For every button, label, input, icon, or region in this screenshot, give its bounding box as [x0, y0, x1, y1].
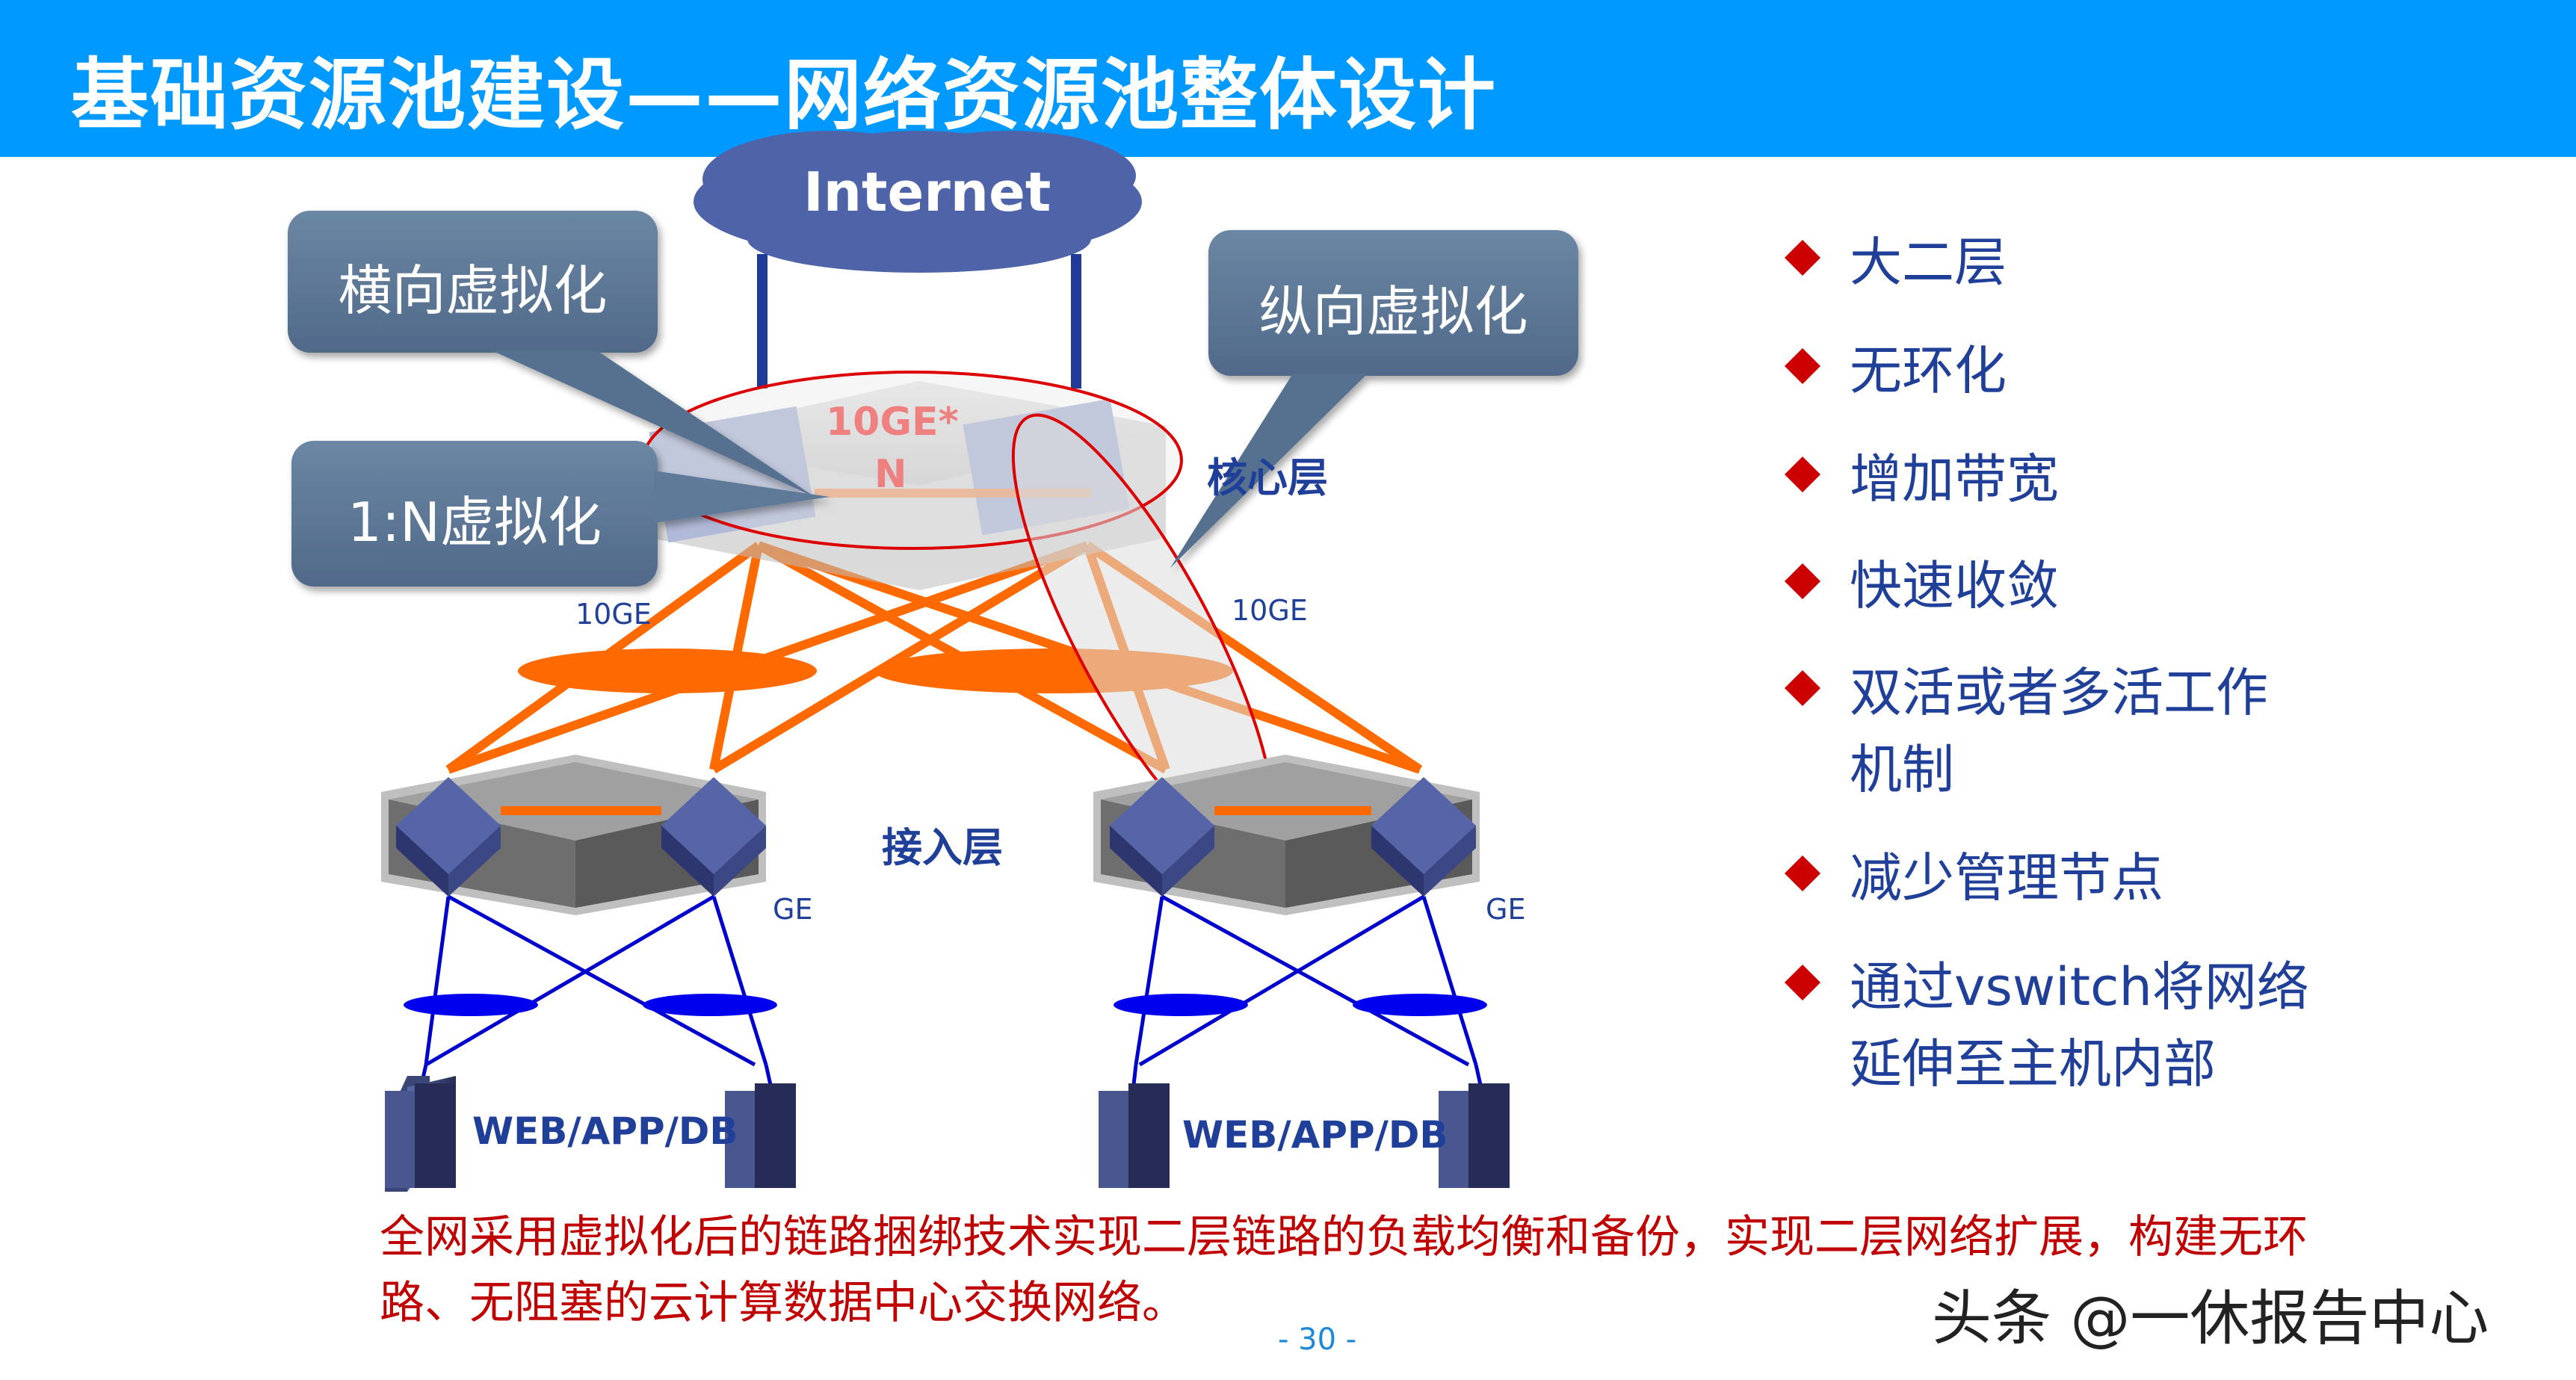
access-layer-label: 接入层 — [882, 824, 1003, 871]
link-ge — [1134, 896, 1164, 1065]
feature-text: 通过vswitch将网络 延伸至主机内部 — [1850, 956, 2309, 1095]
server-group-label-left: WEB/APP/DB — [472, 1110, 738, 1153]
access-server-links — [416, 894, 1486, 1099]
page-number: - 30 - — [1278, 1322, 1357, 1357]
callout-horizontal-virtualization — [288, 211, 815, 497]
summary-text: 全网采用虚拟化后的链路捆绑技术实现二层链路的负载均衡和备份，实现二层网络扩展，构… — [380, 1211, 2308, 1329]
slide-title: 基础资源池建设——网络资源池整体设计 — [71, 49, 1498, 140]
core-uplink-label-left: 10GE — [575, 598, 652, 631]
link-ge — [711, 896, 768, 1065]
callout-one-to-n-virtualization — [291, 441, 830, 587]
link-ge — [424, 894, 715, 1067]
server-icon — [1439, 1083, 1510, 1188]
callout-vertical-virtualization — [1170, 230, 1578, 568]
link-10ge — [711, 541, 1090, 774]
server-icon — [725, 1083, 796, 1188]
feature-text: 大二层 — [1850, 232, 2007, 293]
slide-header: 基础资源池建设——网络资源池整体设计 — [0, 0, 2576, 157]
link-ge — [424, 896, 451, 1065]
server-group-label-right: WEB/APP/DB — [1182, 1113, 1448, 1157]
ge-lag-ellipse — [404, 994, 538, 1016]
ge-lag-ellipse — [1353, 994, 1487, 1016]
callout-one-to-n-label: 1:N虚拟化 — [348, 491, 602, 554]
watermark: 头条 @一休报告中心 — [1932, 1284, 2489, 1353]
callout-vertical-label: 纵向虚拟化 — [1258, 280, 1528, 343]
feature-text: 双活或者多活工作 机制 — [1850, 662, 2268, 800]
server-icon — [385, 1076, 456, 1192]
lag-ellipse-left — [518, 649, 817, 693]
feature-text: 减少管理节点 — [1850, 847, 2163, 909]
feature-text: 无环化 — [1850, 340, 2007, 401]
internet-cloud-icon — [694, 131, 1142, 273]
server-icon — [1099, 1083, 1170, 1188]
core-layer-label: 核心层 — [1207, 454, 1328, 501]
internet-label: Internet — [803, 161, 1051, 223]
core-uplink-label-right: 10GE — [1232, 594, 1308, 627]
access-switch-right-icon — [1093, 755, 1480, 915]
feature-text: 增加带宽 — [1850, 448, 2059, 510]
link-ge — [1161, 894, 1470, 1067]
link-ge — [447, 894, 756, 1067]
ge-lag-ellipse — [1114, 994, 1248, 1016]
callout-horizontal-label: 横向虚拟化 — [338, 259, 608, 322]
access-ge-label-left: GE — [773, 893, 813, 926]
core-link-label-bottom: N — [874, 452, 907, 497]
link-ge — [1138, 894, 1425, 1067]
link-ge — [1421, 896, 1478, 1065]
feature-text: 快速收敛 — [1850, 555, 2059, 616]
access-ge-label-right: GE — [1486, 893, 1526, 926]
access-switch-left-icon — [381, 755, 766, 915]
core-link-label-top: 10GE* — [826, 400, 959, 445]
ge-lag-ellipse — [643, 994, 777, 1016]
